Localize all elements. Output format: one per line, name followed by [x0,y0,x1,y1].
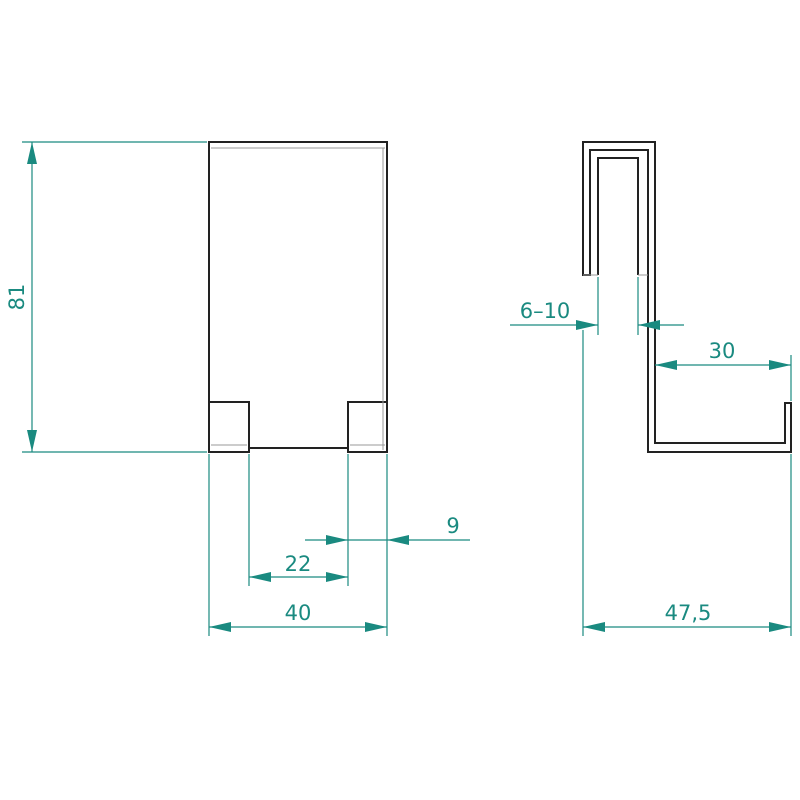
dimension-label-height: 81 [5,284,29,311]
dimension-label-total-depth: 47,5 [665,601,712,625]
dimension-label-width: 40 [285,601,312,625]
dimension-label-tab: 9 [446,514,459,538]
dimension-width: 40 [208,454,388,636]
arrowhead [655,360,677,370]
front-view-outline [208,141,388,453]
dimension-hook-depth: 30 [655,339,792,401]
dimension-gap: 22 [248,454,349,586]
dimension-total-depth: 47,5 [582,330,792,636]
arrowhead [365,622,387,632]
arrowhead [576,320,598,330]
dimension-label-door-thickness: 6–10 [520,299,571,323]
arrowhead [27,430,37,452]
dimension-tab: 9 [305,514,470,545]
dimension-label-hook-depth: 30 [709,339,736,363]
dimension-label-gap: 22 [285,552,312,576]
arrowhead [326,572,348,582]
arrowhead [249,572,271,582]
arrowhead [326,535,348,545]
dimension-height: 81 [5,141,207,453]
arrowhead [209,622,231,632]
arrowhead [583,622,605,632]
right-tab-outline [347,401,387,452]
side-view [582,141,792,453]
arrowhead [769,360,791,370]
front-view [208,141,388,453]
side-view-profile [582,141,792,453]
arrowhead [27,142,37,164]
arrowhead [387,535,409,545]
arrowhead [769,622,791,632]
inner-clip-profile [597,157,639,275]
arrowhead [638,320,660,330]
dimension-door-thickness: 6–10 [510,277,684,335]
left-tab-outline [209,401,250,452]
